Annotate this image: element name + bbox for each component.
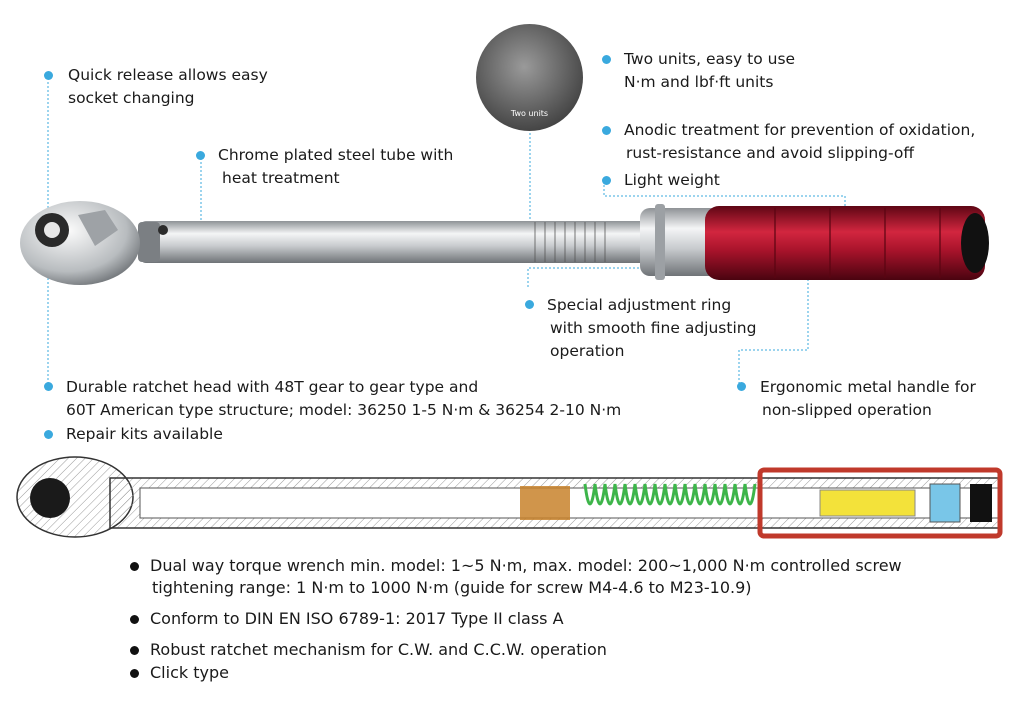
bullet-icon	[130, 669, 139, 678]
dot-icon	[525, 300, 534, 309]
dot-icon	[44, 71, 53, 80]
spec-line: Click type	[150, 663, 229, 682]
inset-label: Two units	[510, 109, 549, 118]
dot-icon	[196, 151, 205, 160]
spec-item: Dual way torque wrench min. model: 1~5 N…	[150, 555, 902, 599]
callout-line: operation	[550, 342, 625, 360]
callout-line: socket changing	[68, 89, 195, 107]
dot-icon	[44, 382, 53, 391]
dot-icon	[602, 55, 611, 64]
spec-line: Dual way torque wrench min. model: 1~5 N…	[150, 556, 902, 575]
callout-line: Durable ratchet head with 48T gear to ge…	[66, 378, 479, 396]
callout-two-units: Two units, easy to use N·m and lbf·ft un…	[624, 48, 795, 94]
dot-icon	[602, 126, 611, 135]
spec-item: Click type	[150, 662, 229, 684]
callout-line: N·m and lbf·ft units	[624, 73, 774, 91]
callout-light-weight: Light weight	[624, 169, 720, 192]
spec-item: Conform to DIN EN ISO 6789-1: 2017 Type …	[150, 608, 564, 630]
callout-quick-release: Quick release allows easy socket changin…	[68, 64, 268, 110]
callout-line: Two units, easy to use	[624, 50, 796, 68]
spec-line: Conform to DIN EN ISO 6789-1: 2017 Type …	[150, 609, 564, 628]
callout-line: Ergonomic metal handle for	[760, 378, 976, 396]
callout-line: 60T American type structure; model: 3625…	[66, 401, 622, 419]
callout-adjust-ring: Special adjustment ring with smooth fine…	[547, 294, 756, 363]
torque-wrench-photo	[20, 201, 989, 285]
callout-line: Light weight	[624, 171, 720, 189]
callout-repair-kits: Repair kits available	[66, 423, 223, 446]
bullet-icon	[130, 562, 139, 571]
callout-line: heat treatment	[222, 169, 340, 187]
callout-anodic: Anodic treatment for prevention of oxida…	[624, 119, 975, 165]
dot-icon	[602, 176, 611, 185]
spec-item: Robust ratchet mechanism for C.W. and C.…	[150, 639, 607, 661]
callout-ratchet-head: Durable ratchet head with 48T gear to ge…	[66, 376, 621, 422]
callout-line: rust-resistance and avoid slipping-off	[626, 144, 915, 162]
bullet-icon	[130, 615, 139, 624]
dot-icon	[44, 430, 53, 439]
callout-line: Repair kits available	[66, 425, 223, 443]
callout-line: Special adjustment ring	[547, 296, 732, 314]
callout-line: non-slipped operation	[762, 401, 932, 419]
callout-line: with smooth fine adjusting	[550, 319, 757, 337]
callout-chrome-tube: Chrome plated steel tube with heat treat…	[218, 144, 453, 190]
callout-line: Anodic treatment for prevention of oxida…	[624, 121, 976, 139]
spec-line: Robust ratchet mechanism for C.W. and C.…	[150, 640, 607, 659]
callout-ergonomic: Ergonomic metal handle for non-slipped o…	[760, 376, 976, 422]
callout-line: Quick release allows easy	[68, 66, 268, 84]
callout-line: Chrome plated steel tube with	[218, 146, 454, 164]
spec-line: tightening range: 1 N·m to 1000 N·m (gui…	[152, 578, 752, 597]
bullet-icon	[130, 646, 139, 655]
wrench-cross-section	[16, 456, 1003, 539]
dot-icon	[737, 382, 746, 391]
two-units-inset: Two units	[476, 24, 583, 131]
